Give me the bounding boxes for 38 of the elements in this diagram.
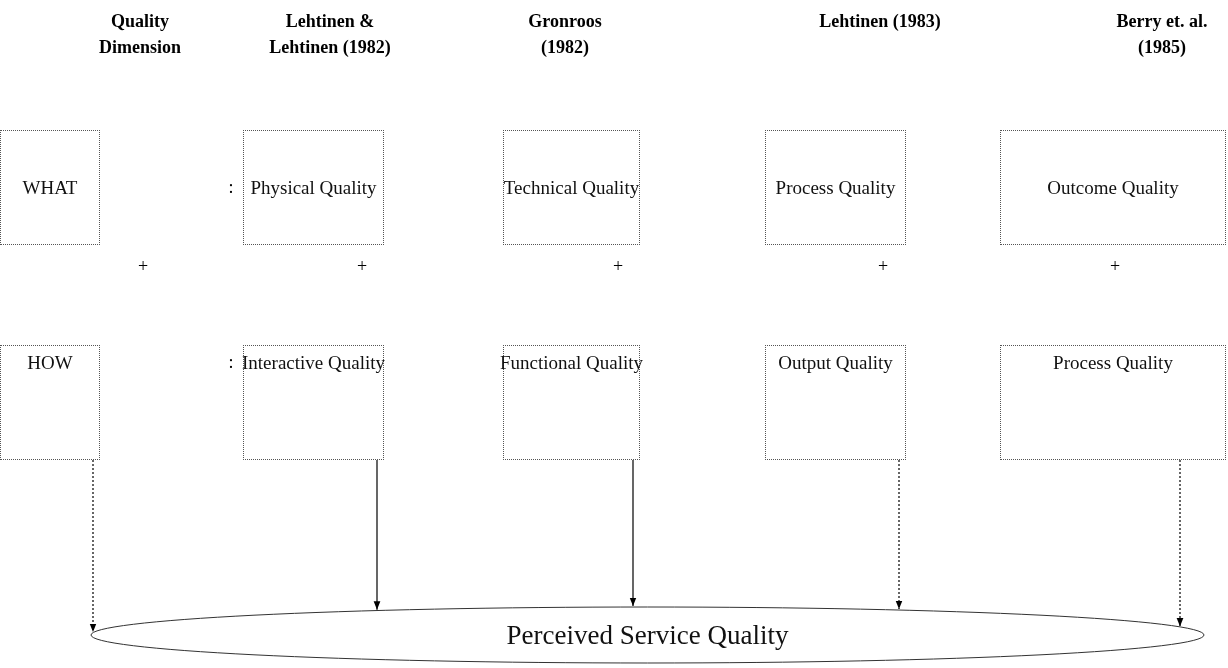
node-text: Technical Quality xyxy=(503,176,640,199)
ellipse-node xyxy=(90,606,1205,664)
column-header: Lehtinen & Lehtinen (1982) xyxy=(268,10,392,60)
node-text: WHAT xyxy=(22,176,78,199)
node-text: Process Quality xyxy=(775,176,896,199)
quality-box xyxy=(765,130,906,245)
node-text: Functional Quality xyxy=(500,352,643,374)
node-text: Output Quality xyxy=(778,352,893,374)
column-header: Berry et. al. (1985) xyxy=(1115,10,1209,60)
quality-box xyxy=(765,345,906,460)
symbol-text: : xyxy=(227,177,235,198)
symbol-text: + xyxy=(876,256,890,277)
node-text: HOW xyxy=(27,352,73,374)
column-header: Gronroos (1982) xyxy=(527,10,603,60)
symbol-text: + xyxy=(1108,256,1122,277)
symbol-text: + xyxy=(611,256,625,277)
quality-box xyxy=(0,345,100,460)
arrow xyxy=(89,459,97,633)
node-text: Perceived Service Quality xyxy=(506,619,789,651)
quality-box xyxy=(243,345,384,460)
symbol-text: : xyxy=(227,352,235,373)
quality-box xyxy=(1000,345,1226,460)
symbol-text: + xyxy=(355,256,369,277)
column-header: Lehtinen (1983) xyxy=(818,10,942,33)
quality-box xyxy=(1000,130,1226,245)
symbol-text: + xyxy=(136,256,150,277)
column-header: Quality Dimension xyxy=(98,10,182,60)
quality-box xyxy=(243,130,384,245)
quality-box xyxy=(503,130,640,245)
arrow xyxy=(895,459,903,610)
node-text: Interactive Quality xyxy=(242,352,385,374)
node-text: Process Quality xyxy=(1053,352,1173,374)
node-text: Physical Quality xyxy=(250,176,377,199)
arrow xyxy=(629,459,637,607)
node-text: Outcome Quality xyxy=(1047,176,1179,199)
arrow xyxy=(373,459,381,611)
quality-box xyxy=(0,130,100,245)
arrow xyxy=(1176,459,1184,627)
